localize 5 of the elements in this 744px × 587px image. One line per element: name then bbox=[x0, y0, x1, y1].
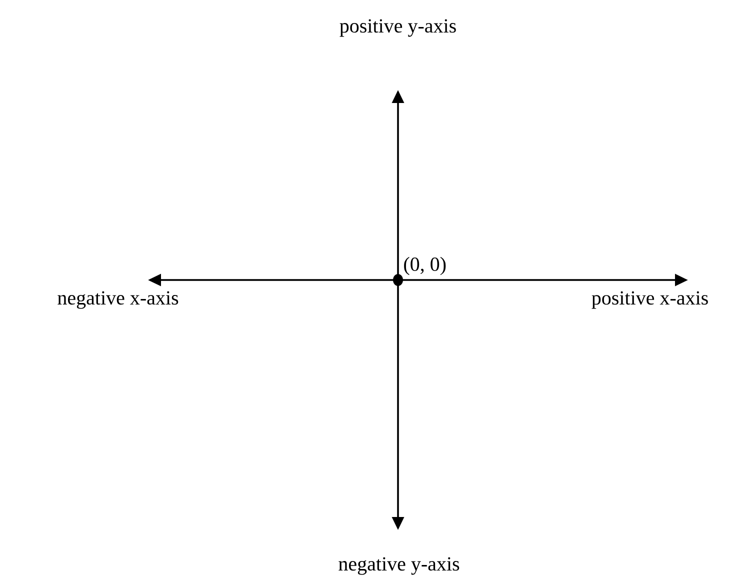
axis-label: positive y-axis bbox=[340, 19, 456, 37]
axis-label: negative x-axis bbox=[58, 291, 178, 309]
origin-label: (0, 0) bbox=[404, 256, 446, 276]
axis-label: negative y-axis bbox=[338, 557, 460, 575]
axis-label: positive x-axis bbox=[592, 291, 708, 309]
